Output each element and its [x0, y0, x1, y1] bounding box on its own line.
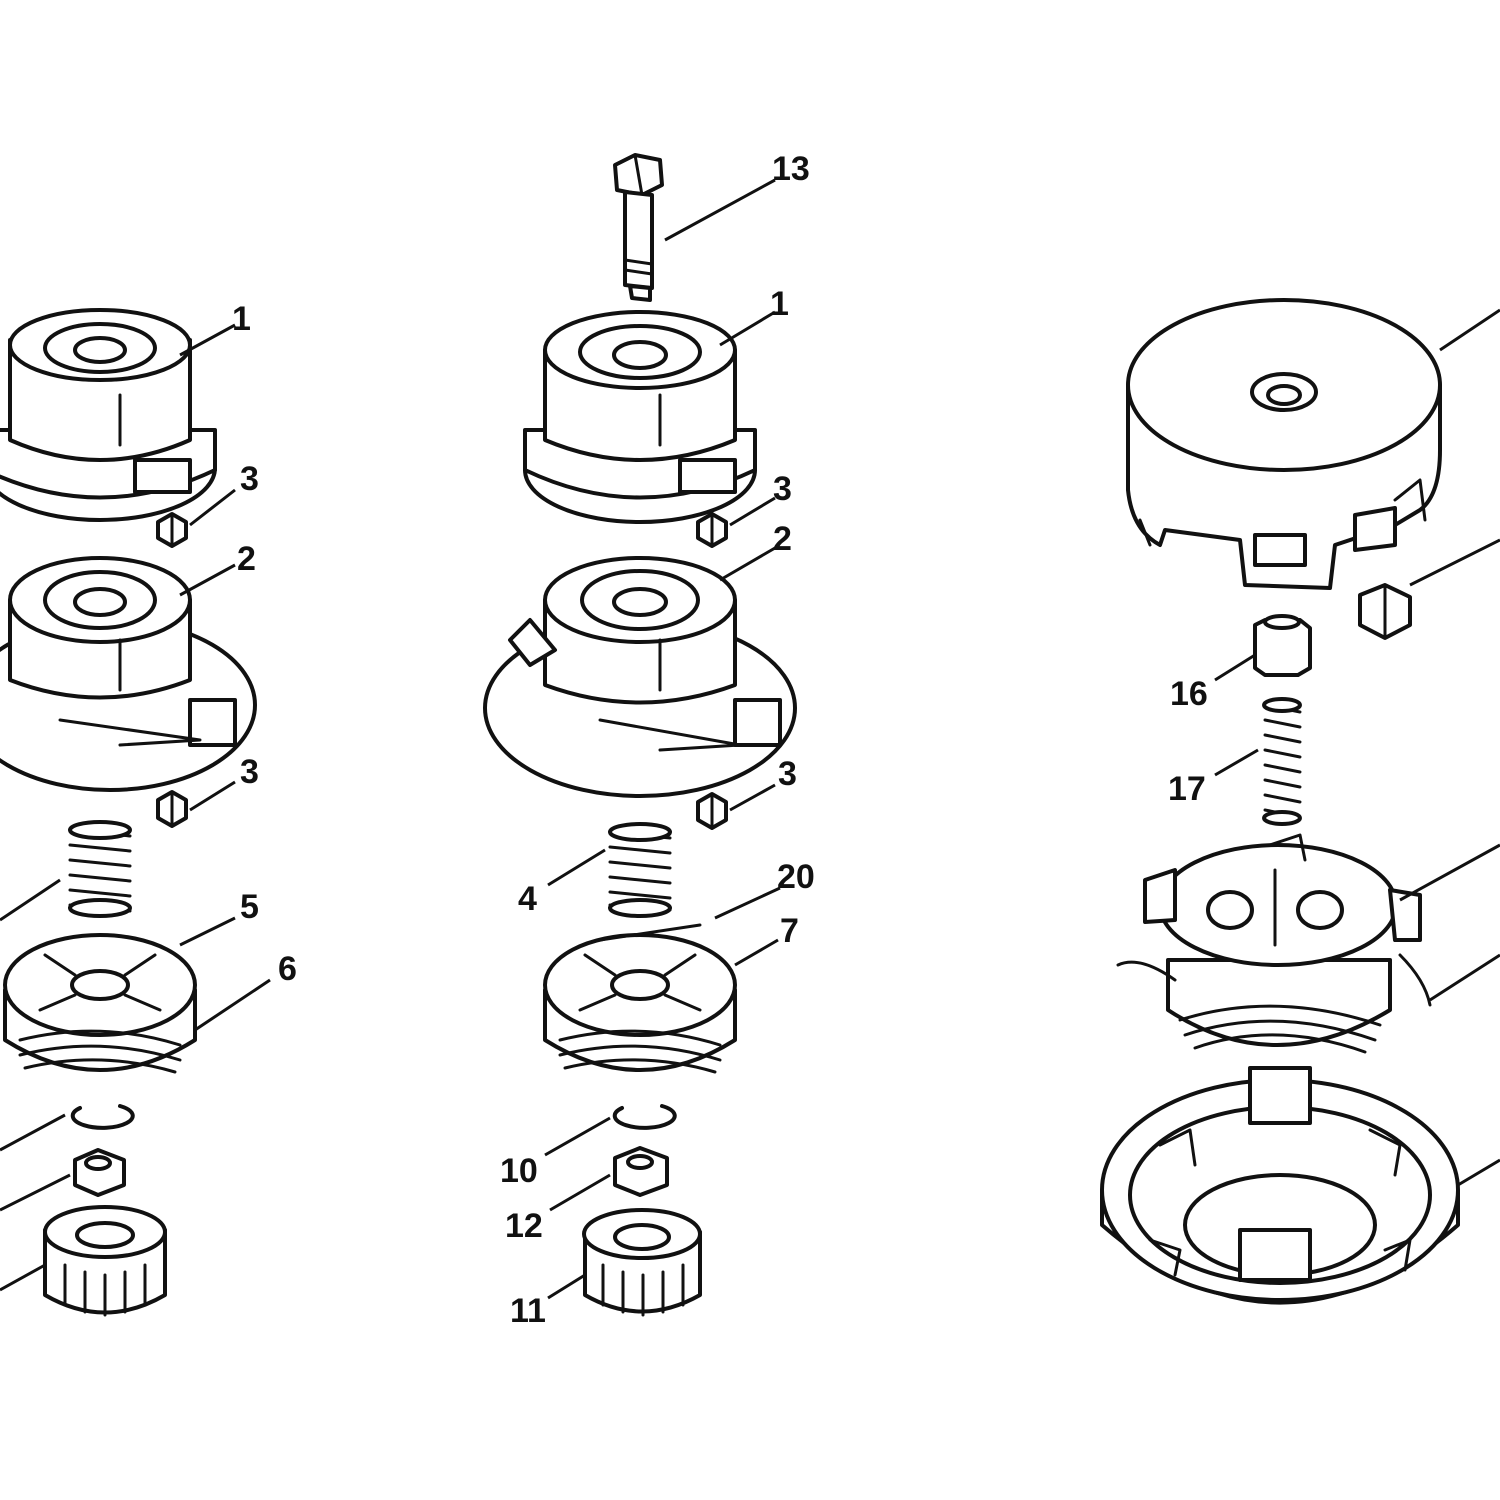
left-housing-part-1	[0, 308, 217, 522]
right-spool	[1116, 833, 1432, 1054]
middle-callout-7: 7	[780, 912, 799, 950]
middle-nut-12	[613, 1146, 669, 1197]
left-spool	[3, 933, 197, 1074]
middle-bolt-13	[613, 153, 664, 302]
middle-housing-part-2	[483, 556, 797, 798]
middle-assembly: 13 1 3 2 3 4 20 7 10 12 11	[483, 150, 815, 1330]
left-assembly: 1 3 2 3 5 6	[0, 300, 297, 1317]
middle-callout-3b: 3	[778, 755, 797, 793]
middle-bearing-11	[582, 1208, 702, 1317]
right-callout-17: 17	[1168, 770, 1206, 808]
right-callout-16: 16	[1170, 675, 1208, 713]
right-nut	[1358, 583, 1412, 640]
right-part-16	[1253, 614, 1312, 677]
middle-clip-10	[612, 1104, 677, 1130]
left-nut-a	[156, 512, 188, 548]
middle-spring-4	[608, 822, 672, 918]
left-callout-2: 2	[237, 540, 256, 578]
left-clip	[70, 1104, 135, 1130]
middle-spool-7	[543, 923, 737, 1074]
middle-callout-4: 4	[518, 880, 537, 918]
middle-callout-3a: 3	[773, 470, 792, 508]
middle-housing-part-1	[523, 310, 757, 524]
left-nut-b	[156, 790, 188, 828]
middle-callout-1: 1	[770, 285, 789, 323]
right-assembly: 16 17	[1100, 298, 1500, 1305]
left-housing-part-2	[0, 556, 257, 792]
middle-callout-13: 13	[772, 150, 810, 188]
left-callout-1: 1	[232, 300, 251, 338]
right-base-cover	[1100, 1066, 1460, 1305]
right-spring-17	[1262, 697, 1302, 826]
middle-callout-10: 10	[500, 1152, 538, 1190]
middle-callout-11: 11	[510, 1292, 546, 1330]
left-spring	[68, 820, 132, 918]
middle-callout-2: 2	[773, 520, 792, 558]
left-callout-6: 6	[278, 950, 297, 988]
left-nut-c	[73, 1148, 126, 1197]
middle-callout-20: 20	[777, 858, 815, 896]
left-bearing	[43, 1205, 167, 1317]
middle-callout-12: 12	[505, 1207, 543, 1245]
middle-nut-a	[696, 512, 728, 548]
left-callout-3a: 3	[240, 460, 259, 498]
middle-nut-b	[696, 792, 728, 830]
right-drum-housing	[1126, 298, 1442, 590]
left-callout-5: 5	[240, 888, 259, 926]
left-callout-3b: 3	[240, 753, 259, 791]
